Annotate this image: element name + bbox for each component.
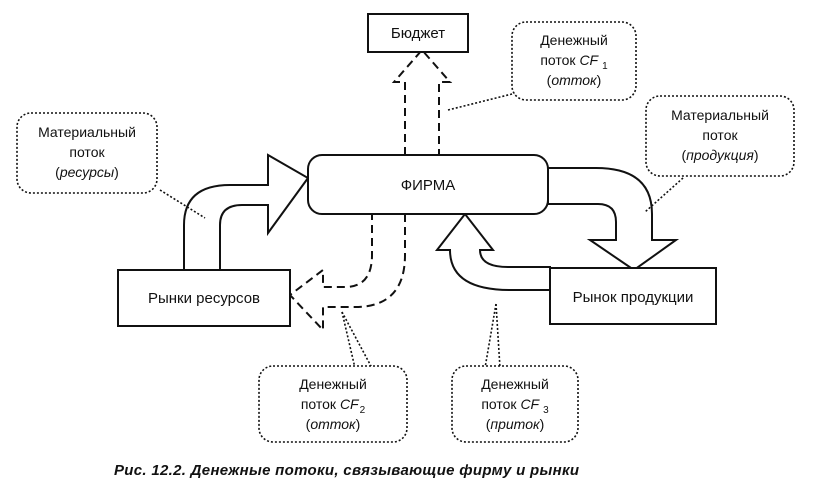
callout-cf1-line1: Денежный [540, 32, 608, 48]
callout-cf2-line3: (отток) [306, 416, 361, 432]
callout-material-resources-line2: поток [69, 144, 105, 160]
cash-flow-cf2-arrow [288, 214, 406, 333]
firm-box: ФИРМА [307, 154, 549, 215]
callout-material-resources-line1: Материальный [38, 124, 136, 140]
callout-material-resources: Материальный поток (ресурсы) [16, 112, 206, 219]
cash-flow-cf3-arrow [434, 212, 551, 291]
callout-cf3-line1: Денежный [481, 376, 549, 392]
resource-markets-label: Рынки ресурсов [148, 290, 260, 307]
callout-cf2-line1: Денежный [299, 376, 367, 392]
resource-markets-box: Рынки ресурсов [117, 269, 291, 327]
budget-label: Бюджет [391, 25, 445, 42]
callout-material-products-line1: Материальный [671, 107, 769, 123]
callout-cf3-line3: (приток) [486, 416, 545, 432]
callout-material-products-line2: поток [702, 127, 738, 143]
callout-material-resources-line3: (ресурсы) [55, 164, 119, 180]
cash-flow-cf1-arrow [391, 48, 453, 156]
callout-cf2: Денежный поток CF2 (отток) [258, 311, 408, 443]
callout-material-products: Материальный поток (продукция) [644, 95, 795, 213]
firm-label: ФИРМА [401, 177, 456, 194]
material-flow-resources-arrow [183, 153, 310, 271]
callout-material-products-line3: (продукция) [681, 147, 758, 163]
callout-cf1-line3: (отток) [547, 72, 602, 88]
product-market-box: Рынок продукции [549, 267, 717, 325]
callout-cf2-line2: поток CF2 [301, 396, 366, 416]
material-flow-products-arrow [547, 167, 680, 272]
product-market-label: Рынок продукции [573, 289, 694, 306]
figure-caption: Рис. 12.2. Денежные потоки, связывающие … [114, 462, 579, 479]
budget-box: Бюджет [367, 13, 469, 53]
